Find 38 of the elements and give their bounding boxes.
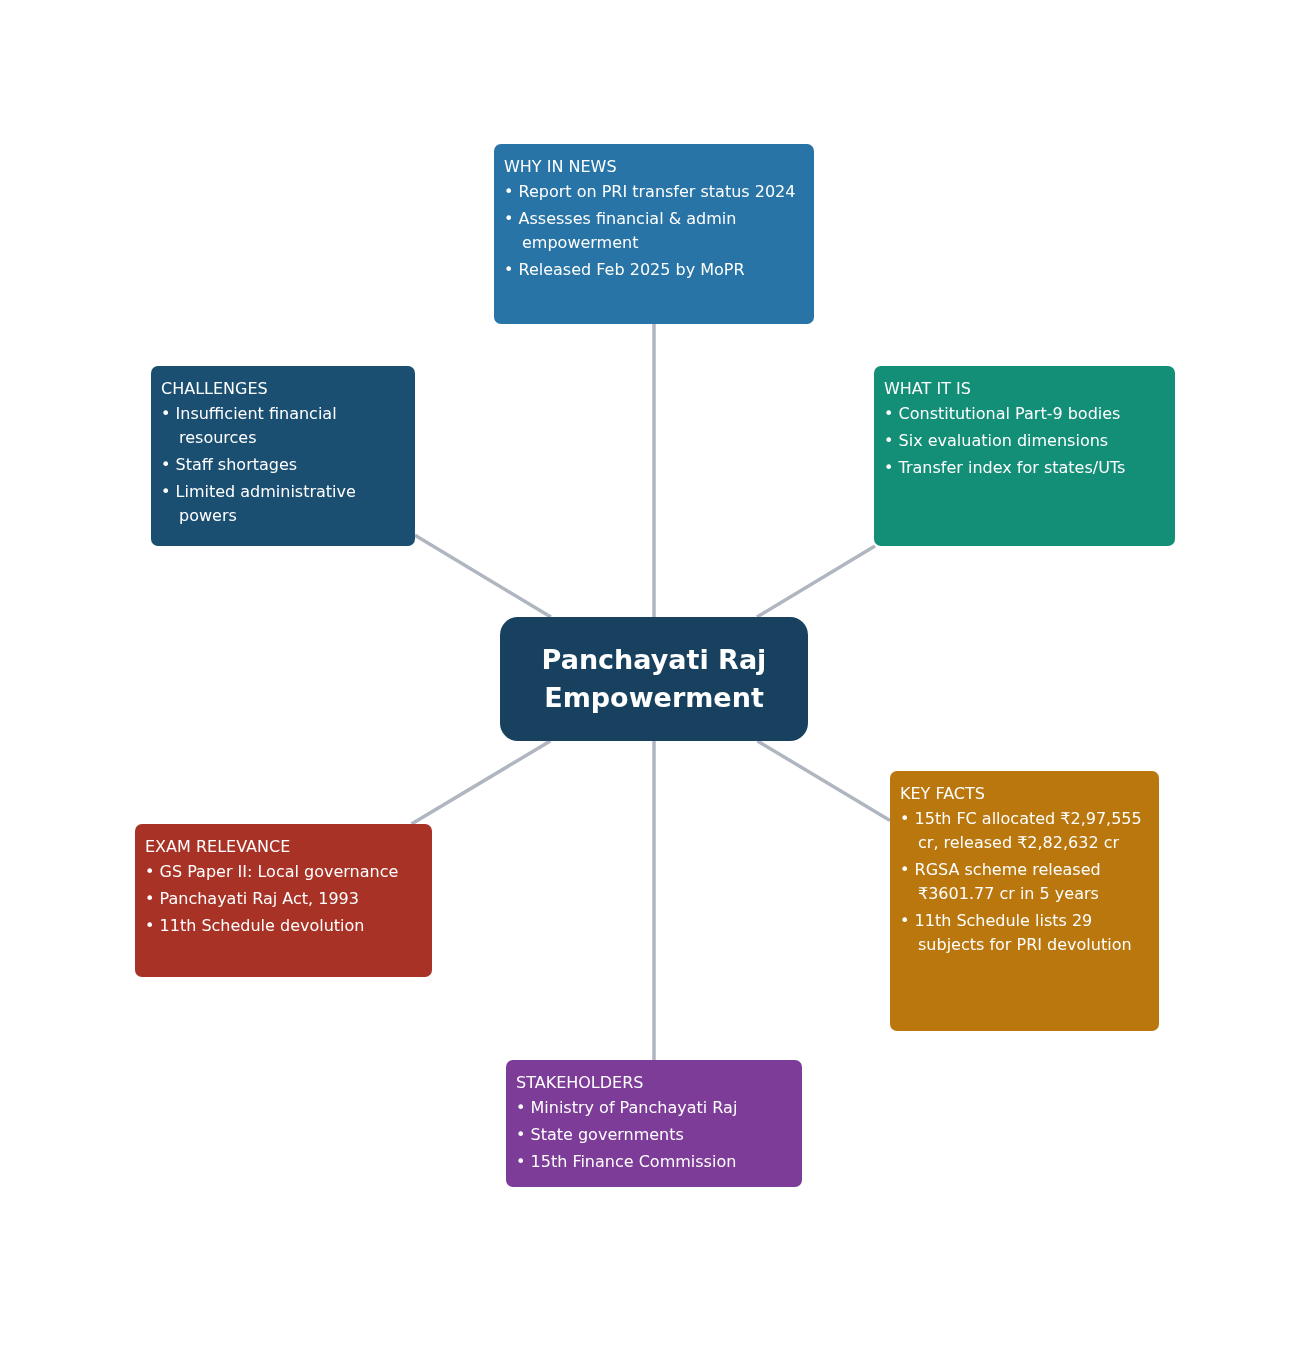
bullet-item: • Ministry of Panchayati Raj	[516, 1097, 739, 1119]
bullet-item: • Insufficient financial resources	[161, 403, 338, 449]
bullet-item: • Staff shortages	[161, 454, 299, 476]
connector-line	[756, 544, 876, 619]
topic-card	[874, 366, 1175, 546]
topic-card	[135, 824, 432, 977]
bullet-item: • Released Feb 2025 by MoPR	[504, 259, 746, 281]
connector-line	[652, 741, 656, 1060]
bullet-item: • Six evaluation dimensions	[884, 430, 1110, 452]
topic-card	[890, 771, 1159, 1031]
bullet-item: • Transfer index for states/UTs	[884, 457, 1127, 479]
topic-card	[151, 366, 415, 546]
connector-line	[410, 739, 552, 826]
card-heading: WHY IN NEWS	[504, 156, 618, 178]
connector-line	[652, 324, 656, 617]
bullet-item: • RGSA scheme released ₹3601.77 cr in 5 years	[900, 859, 1102, 905]
bullet-item: • Constitutional Part-9 bodies	[884, 403, 1122, 425]
central-topic: Panchayati Raj Empowerment	[540, 643, 768, 715]
bullet-item: • Report on PRI transfer status 2024	[504, 181, 797, 203]
bullet-item: • 15th Finance Commission	[516, 1151, 738, 1173]
bullet-item: • Limited administrative powers	[161, 481, 357, 527]
card-heading: KEY FACTS	[900, 783, 986, 805]
connector-line	[414, 533, 552, 619]
card-heading: EXAM RELEVANCE	[145, 836, 292, 858]
card-heading: CHALLENGES	[161, 378, 269, 400]
card-heading: STAKEHOLDERS	[516, 1072, 645, 1094]
bullet-item: • Assesses financial & admin empowerment	[504, 208, 738, 254]
connector-line	[756, 739, 891, 822]
central-topic-box	[500, 617, 808, 741]
bullet-item: • GS Paper II: Local governance	[145, 861, 400, 883]
bullet-item: • State governments	[516, 1124, 685, 1146]
bullet-item: • 15th FC allocated ₹2,97,555 cr, released ₹2,82,632 cr	[900, 808, 1143, 854]
card-heading: WHAT IT IS	[884, 378, 972, 400]
bullet-item: • 11th Schedule lists 29 subjects for PRI devolution	[900, 910, 1133, 956]
bullet-item: • 11th Schedule devolution	[145, 915, 366, 937]
topic-card	[506, 1060, 802, 1187]
bullet-item: • Panchayati Raj Act, 1993	[145, 888, 360, 910]
topic-card	[494, 144, 814, 324]
